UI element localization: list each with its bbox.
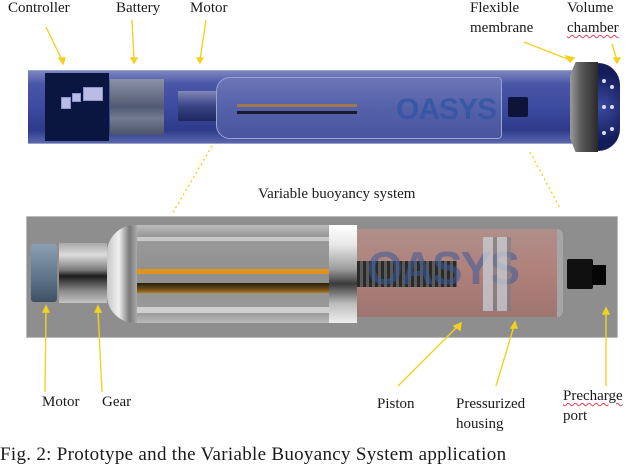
controller-chip [61,97,71,109]
rod [237,111,357,114]
vbs-motor [31,244,57,302]
label-piston: Piston [377,396,415,412]
threaded-screw [357,261,457,287]
vent-hole [602,79,606,83]
volume-chamber [598,63,620,151]
port-top [508,97,528,117]
label-precharge-port-line1: Precharge [563,388,623,404]
vent-hole [610,105,614,109]
lead-screw-rod [137,269,347,274]
label-volume-chamber-line1: Volume [567,0,614,16]
rod [237,104,357,107]
top-assembly-tube: OASYS [28,70,584,144]
label-volume-chamber: Volume chamber [567,0,619,37]
guide-rail [137,237,347,241]
section-title: Variable buoyancy system [258,186,416,202]
label-pressurized-housing: Pressurized housing [456,396,525,433]
controller-chip [83,87,103,101]
precharge-port-tip [592,265,606,285]
lead-screw-rod [137,283,347,293]
controller-module [45,73,109,141]
label-controller: Controller [8,0,70,16]
vent-hole [602,131,606,135]
label-motor-top: Motor [190,0,228,16]
label-pressurized-housing-line1: Pressurized [456,396,526,412]
label-precharge-port: Precharge port [563,388,623,425]
vent-hole [602,105,606,109]
housing-ring [329,225,357,323]
precharge-port [567,259,593,289]
vbs-detail-panel: OASYS [26,216,618,338]
vent-hole [610,85,614,89]
vbs-cylinder [107,225,347,323]
controller-chip [72,93,81,102]
label-flexible-membrane-line1: Flexible [470,0,520,16]
label-pressurized-housing-line2: housing [456,416,504,432]
label-flexible-membrane-line2: membrane [470,20,534,36]
figure-caption: Fig. 2: Prototype and the Variable Buoya… [0,444,507,465]
label-flexible-membrane: Flexible membrane [470,0,533,37]
flexible-membrane [570,62,598,152]
vent-hole [610,127,614,131]
label-battery: Battery [116,0,161,16]
cylinder-endcap [107,225,137,323]
guide-rail [137,307,347,313]
label-motor-bottom: Motor [42,394,80,410]
piston [483,237,511,311]
oasys-logo-top: OASYS [396,93,497,126]
motor-module [178,91,218,121]
vbs-module-mini [216,77,502,139]
label-volume-chamber-line2: chamber [567,20,619,36]
battery-module [110,79,164,135]
label-gear: Gear [102,394,132,410]
label-precharge-port-line2: port [563,408,588,424]
vbs-gear [59,243,107,303]
